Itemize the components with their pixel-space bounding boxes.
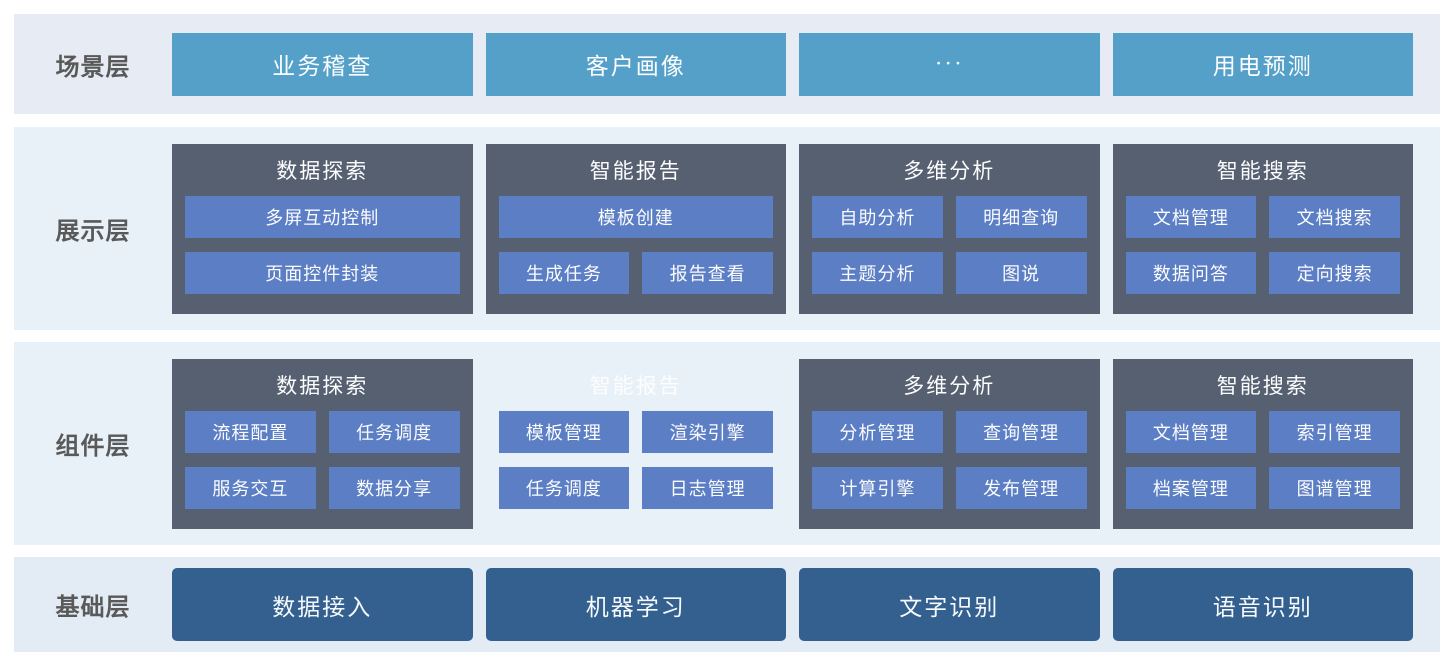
display-panel-multidim-analysis: 多维分析 自助分析 明细查询 主题分析 图说 [799, 143, 1100, 314]
panel-title: 智能报告 [589, 158, 682, 183]
panel-grid: 流程配置 任务调度 服务交互 数据分享 [185, 410, 460, 513]
sub-box-service-interact: 服务交互 [185, 466, 316, 509]
component-panels: 数据探索 流程配置 任务调度 服务交互 数据分享 智能报告 模板管理 渲染引擎 … [172, 358, 1413, 529]
scenario-box-more-ellipsis: ··· [799, 32, 1100, 96]
panel-grid: 自助分析 明细查询 主题分析 图说 [812, 195, 1087, 298]
foundation-boxes: 数据接入 机器学习 文字识别 语音识别 [172, 568, 1413, 641]
layer-label-scenario: 场景层 [55, 53, 131, 81]
sub-box-task-schedule: 任务调度 [498, 466, 630, 509]
foundation-box-ocr: 文字识别 [799, 568, 1100, 641]
display-panel-data-explore: 数据探索 多屏互动控制 页面控件封装 [172, 143, 473, 314]
foundation-box-speech-recognition: 语音识别 [1112, 568, 1413, 641]
sub-box-template-create: 模板创建 [498, 195, 773, 238]
sub-box-graph-manage: 图谱管理 [1269, 466, 1400, 509]
sub-box-data-qa: 数据问答 [1125, 251, 1257, 294]
component-panel-multidim-analysis: 多维分析 分析管理 查询管理 计算引擎 发布管理 [799, 358, 1100, 529]
sub-box-compute-engine: 计算引擎 [812, 466, 943, 509]
layer-label-component: 组件层 [55, 433, 131, 460]
sub-box-archive-manage: 档案管理 [1125, 466, 1257, 509]
panel-grid: 模板管理 渲染引擎 任务调度 日志管理 [498, 410, 773, 513]
panel-title: 智能搜索 [1216, 373, 1309, 398]
display-panel-smart-report: 智能报告 模板创建 生成任务 报告查看 [485, 143, 786, 314]
panel-title: 智能报告 [589, 373, 682, 398]
panel-grid: 模板创建 生成任务 报告查看 [498, 195, 773, 298]
sub-box-template-manage: 模板管理 [498, 410, 630, 453]
sub-box-page-widget-wrap: 页面控件封装 [185, 251, 460, 294]
layer-band-display: 展示层 数据探索 多屏互动控制 页面控件封装 智能报告 模板创建 生成任务 报告… [14, 127, 1440, 330]
panel-title: 智能搜索 [1216, 158, 1309, 183]
sub-box-log-manage: 日志管理 [642, 466, 773, 509]
sub-box-query-manage: 查询管理 [955, 410, 1087, 453]
foundation-box-data-access: 数据接入 [172, 568, 473, 641]
layer-label-foundation: 基础层 [55, 594, 131, 621]
sub-box-report-view: 报告查看 [642, 251, 773, 294]
panel-grid: 文档管理 索引管理 档案管理 图谱管理 [1125, 410, 1400, 513]
component-panel-smart-report: 智能报告 模板管理 渲染引擎 任务调度 日志管理 [486, 359, 787, 529]
component-panel-data-explore: 数据探索 流程配置 任务调度 服务交互 数据分享 [172, 358, 473, 529]
sub-box-task-schedule: 任务调度 [328, 410, 460, 453]
layer-label-display: 展示层 [55, 218, 131, 245]
sub-box-multiscreen-control: 多屏互动控制 [185, 195, 460, 238]
display-panels: 数据探索 多屏互动控制 页面控件封装 智能报告 模板创建 生成任务 报告查看 多… [172, 143, 1413, 314]
sub-box-publish-manage: 发布管理 [955, 466, 1087, 509]
layer-band-scenario: 场景层 业务稽查 客户画像 ··· 用电预测 [14, 14, 1440, 114]
sub-box-selfservice-analysis: 自助分析 [812, 195, 943, 238]
sub-box-analysis-manage: 分析管理 [812, 410, 943, 453]
panel-title: 多维分析 [903, 373, 996, 398]
display-panel-smart-search: 智能搜索 文档管理 文档搜索 数据问答 定向搜索 [1112, 143, 1413, 314]
sub-box-doc-manage: 文档管理 [1125, 195, 1257, 238]
foundation-box-machine-learning: 机器学习 [485, 568, 786, 641]
sub-box-detail-query: 明细查询 [955, 195, 1087, 238]
layer-band-component: 组件层 数据探索 流程配置 任务调度 服务交互 数据分享 智能报告 模板管理 渲… [14, 342, 1440, 545]
scenario-box-business-audit: 业务稽查 [172, 32, 473, 96]
panel-grid: 分析管理 查询管理 计算引擎 发布管理 [812, 410, 1087, 513]
sub-box-generate-task: 生成任务 [498, 251, 630, 294]
scenario-boxes: 业务稽查 客户画像 ··· 用电预测 [172, 32, 1413, 96]
sub-box-chart-story: 图说 [955, 251, 1087, 294]
sub-box-data-share: 数据分享 [328, 466, 460, 509]
panel-grid: 多屏互动控制 页面控件封装 [185, 195, 460, 298]
panel-grid: 文档管理 文档搜索 数据问答 定向搜索 [1125, 195, 1400, 298]
sub-box-doc-search: 文档搜索 [1269, 195, 1400, 238]
panel-title: 多维分析 [903, 158, 996, 183]
scenario-box-power-forecast: 用电预测 [1112, 32, 1413, 96]
panel-title: 数据探索 [276, 373, 369, 398]
sub-box-render-engine: 渲染引擎 [642, 410, 773, 453]
layer-band-foundation: 基础层 数据接入 机器学习 文字识别 语音识别 [14, 557, 1440, 652]
scenario-box-customer-profile: 客户画像 [485, 32, 786, 96]
sub-box-doc-manage: 文档管理 [1125, 410, 1257, 453]
sub-box-index-manage: 索引管理 [1269, 410, 1400, 453]
sub-box-targeted-search: 定向搜索 [1269, 251, 1400, 294]
sub-box-flow-config: 流程配置 [185, 410, 316, 453]
sub-box-topic-analysis: 主题分析 [812, 251, 943, 294]
component-panel-smart-search: 智能搜索 文档管理 索引管理 档案管理 图谱管理 [1112, 358, 1413, 529]
panel-title: 数据探索 [276, 158, 369, 183]
